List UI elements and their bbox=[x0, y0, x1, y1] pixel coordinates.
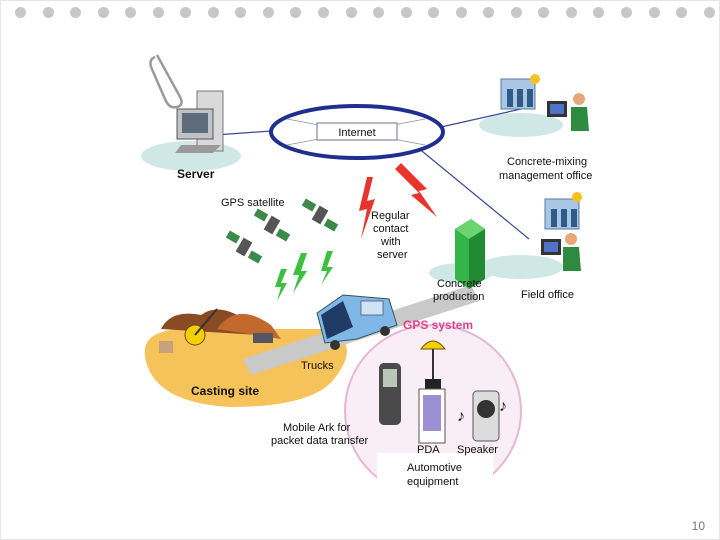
pump-boom-icon bbox=[194, 308, 218, 336]
border-dot bbox=[262, 7, 274, 18]
field-link bbox=[416, 146, 530, 240]
worker-icon bbox=[159, 341, 173, 353]
gps-system-label: GPS system bbox=[403, 318, 473, 332]
office-window-2 bbox=[517, 89, 523, 107]
regular-contact-label-1: Regular bbox=[371, 210, 410, 222]
automotive-box bbox=[377, 453, 493, 491]
internet-box bbox=[316, 122, 398, 141]
concrete-production-label-1: Concrete bbox=[437, 278, 482, 290]
automotive-label-1: Automotive bbox=[407, 462, 462, 474]
field-window-1 bbox=[551, 209, 557, 227]
office-sun-icon bbox=[530, 74, 540, 84]
office-window-3 bbox=[527, 89, 533, 107]
mobile-ark-label-2: packet data transfer bbox=[271, 435, 369, 447]
field-sun-icon bbox=[572, 192, 582, 202]
border-dot bbox=[152, 7, 164, 18]
gps-satellite-icon bbox=[225, 230, 263, 264]
concrete-block-top bbox=[455, 219, 485, 239]
border-dot bbox=[318, 7, 330, 18]
automotive-label-2: equipment bbox=[407, 476, 458, 488]
mixing-office-label-2: management office bbox=[499, 170, 592, 182]
border-dot bbox=[235, 7, 247, 18]
office-screen-icon bbox=[550, 104, 564, 114]
lightning-red-icon bbox=[359, 177, 375, 239]
gps-antenna-icon bbox=[419, 340, 447, 350]
concrete-production-label-2: production bbox=[433, 291, 484, 303]
server-screen-icon bbox=[182, 113, 208, 133]
border-dot bbox=[400, 7, 412, 18]
border-dot bbox=[676, 7, 688, 18]
office-link bbox=[440, 108, 522, 128]
mobile-phone-screen bbox=[383, 369, 397, 387]
truck-icon bbox=[316, 294, 398, 350]
regular-contact-label-2: contact bbox=[373, 223, 408, 235]
mixing-office-label-1: Concrete-mixing bbox=[507, 156, 587, 168]
border-dot bbox=[290, 7, 302, 18]
pda-screen-icon bbox=[423, 395, 441, 431]
office-worker-head-icon bbox=[573, 93, 585, 105]
diagram-svg: Internet Server Concrete-mixing manageme… bbox=[141, 54, 592, 498]
field-worker-head-icon bbox=[565, 233, 577, 245]
regular-contact-label-3: with bbox=[380, 236, 401, 248]
border-dot bbox=[345, 7, 357, 18]
field-worker-body-icon bbox=[563, 247, 581, 271]
border-dot bbox=[483, 7, 495, 18]
border-dot bbox=[538, 7, 550, 18]
border-dot bbox=[373, 7, 385, 18]
mobile-ark-label-1: Mobile Ark for bbox=[283, 422, 351, 434]
paperclip-icon bbox=[149, 54, 183, 109]
office-window-1 bbox=[507, 89, 513, 107]
lightning-green-icon bbox=[275, 269, 287, 301]
border-dot bbox=[565, 7, 577, 18]
border-dot bbox=[510, 7, 522, 18]
border-dot bbox=[97, 7, 109, 18]
field-window-3 bbox=[571, 209, 577, 227]
border-dot bbox=[180, 7, 192, 18]
border-dot bbox=[621, 7, 633, 18]
gps-satellite-label: GPS satellite bbox=[221, 197, 285, 209]
border-dot bbox=[428, 7, 440, 18]
casting-site-label: Casting site bbox=[191, 384, 259, 398]
lightning-green-icon bbox=[293, 253, 307, 293]
lightning-red-icon bbox=[395, 163, 437, 217]
gps-satellite-icon bbox=[301, 198, 339, 232]
dot-border bbox=[15, 7, 715, 21]
border-dot bbox=[207, 7, 219, 18]
field-platform bbox=[479, 255, 563, 279]
border-dot bbox=[703, 7, 715, 18]
internet-label: Internet bbox=[338, 127, 375, 139]
regular-contact-label-4: server bbox=[377, 249, 408, 261]
pda-label: PDA bbox=[417, 444, 440, 456]
speaker-cone-icon bbox=[477, 400, 495, 418]
concrete-block-side bbox=[469, 229, 485, 289]
field-window-2 bbox=[561, 209, 567, 227]
field-office-label: Field office bbox=[521, 289, 574, 301]
border-dot bbox=[648, 7, 660, 18]
server-keyboard-icon bbox=[175, 145, 221, 153]
site-vehicle-icon bbox=[253, 333, 273, 343]
trucks-label: Trucks bbox=[301, 360, 334, 372]
border-dot bbox=[593, 7, 605, 18]
lightning-green-icon bbox=[321, 251, 333, 285]
speaker-label: Speaker bbox=[457, 444, 498, 456]
casting-site-earth bbox=[217, 313, 281, 339]
office-worker-body-icon bbox=[571, 107, 589, 131]
office-platform bbox=[479, 113, 563, 137]
border-dot bbox=[42, 7, 54, 18]
server-link bbox=[214, 130, 272, 136]
system-diagram: Internet Server Concrete-mixing manageme… bbox=[131, 39, 611, 498]
gps-satellite-icon bbox=[253, 208, 291, 242]
field-screen-icon bbox=[544, 242, 558, 252]
border-dot bbox=[70, 7, 82, 18]
music-note-icon: ♪ bbox=[457, 408, 465, 425]
border-dot bbox=[455, 7, 467, 18]
server-label: Server bbox=[177, 167, 215, 181]
page-number: 10 bbox=[691, 519, 705, 533]
gps-connector-icon bbox=[425, 379, 441, 389]
music-note-icon: ♪ bbox=[499, 398, 507, 415]
border-dot bbox=[125, 7, 137, 18]
border-dot bbox=[15, 7, 26, 18]
